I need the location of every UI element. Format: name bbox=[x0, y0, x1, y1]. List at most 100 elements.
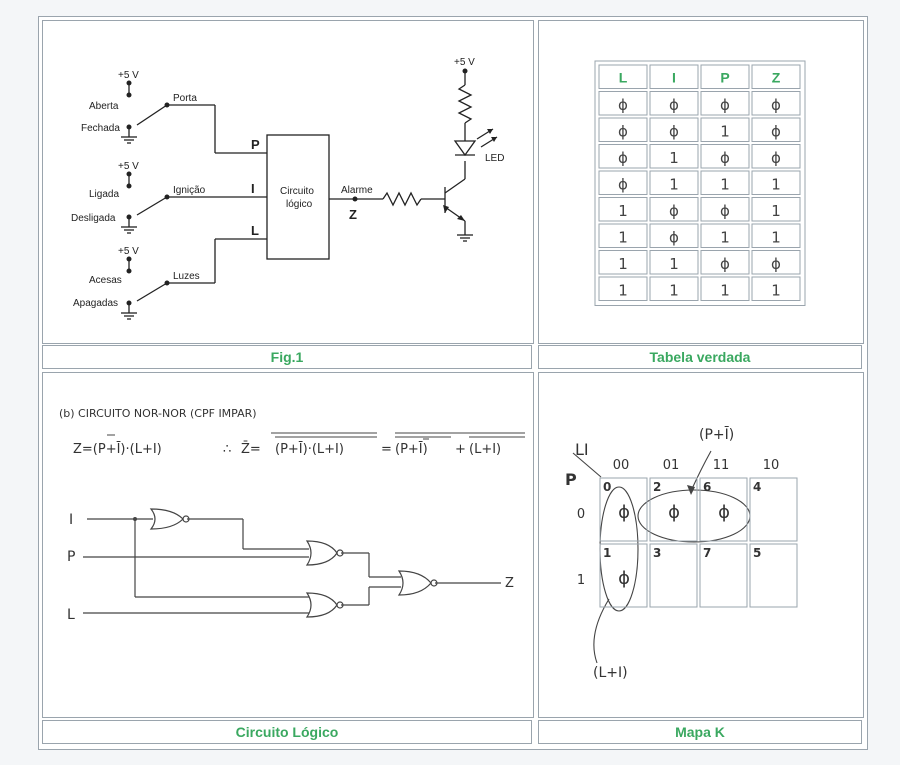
truth-table-header-cell bbox=[700, 64, 750, 89]
truth-table-cell bbox=[649, 144, 699, 169]
porta-on-label: Aberta bbox=[89, 101, 119, 112]
truth-table-cell bbox=[649, 117, 699, 142]
truth-table-cell bbox=[751, 117, 801, 142]
truth-table-value: 1 bbox=[669, 255, 679, 273]
truth-table-value: ϕ bbox=[720, 202, 730, 220]
truth-table-cell bbox=[700, 117, 750, 142]
kmap-cell-index: 1 bbox=[603, 546, 611, 560]
truth-table-value: 1 bbox=[618, 228, 628, 246]
therefore-sign: ∴ bbox=[223, 442, 231, 457]
truth-table-value: ϕ bbox=[669, 96, 679, 114]
truth-table-value: ϕ bbox=[669, 202, 679, 220]
block-label-1: Circuito bbox=[280, 186, 314, 197]
kmap-cell bbox=[599, 543, 648, 608]
kmap-cell-index: 7 bbox=[703, 546, 711, 560]
truth-table-cell bbox=[598, 223, 648, 248]
truth-table-value: 1 bbox=[771, 202, 781, 220]
luzes-off-label: Apagadas bbox=[73, 298, 118, 309]
truth-table-header: I bbox=[672, 69, 676, 85]
circuit-drawing: (b) CIRCUITO NOR-NOR (CPF IMPAR) Z=(P+Ī)… bbox=[59, 407, 525, 623]
kmap-cell bbox=[749, 477, 798, 542]
kmap-col-header: 01 bbox=[663, 458, 680, 473]
fig1-schematic: +5 V Aberta Fechada Porta P +5 V Ligada … bbox=[71, 57, 504, 320]
v5-led: +5 V bbox=[454, 57, 475, 68]
truth-table-value: 1 bbox=[720, 122, 730, 140]
circuit-panel: (b) CIRCUITO NOR-NOR (CPF IMPAR) Z=(P+Ī)… bbox=[42, 372, 534, 718]
truth-table-value: ϕ bbox=[720, 149, 730, 167]
luzes-label: Luzes bbox=[173, 271, 200, 282]
truth-table-cell bbox=[751, 197, 801, 222]
kmap-cell-index: 4 bbox=[753, 480, 761, 494]
kmap-cell-index: 0 bbox=[603, 480, 611, 494]
ignicao-label: Ignição bbox=[173, 185, 206, 196]
truth-table-cell bbox=[598, 250, 648, 275]
v5-porta: +5 V bbox=[118, 70, 139, 81]
truth-table-cell bbox=[649, 223, 699, 248]
truth-table-value: ϕ bbox=[618, 96, 628, 114]
porta-label: Porta bbox=[173, 93, 197, 104]
truth-table-cell bbox=[700, 276, 750, 301]
kmap-cell bbox=[599, 477, 648, 542]
truth-table-cell bbox=[751, 170, 801, 195]
v5-ignicao: +5 V bbox=[118, 161, 139, 172]
kmap-cell bbox=[649, 477, 698, 542]
kmap-cell-index: 5 bbox=[753, 546, 761, 560]
equation-term-a: (P+Ī) bbox=[395, 442, 428, 457]
truth-table-cell bbox=[598, 144, 648, 169]
truth-table-value: ϕ bbox=[720, 255, 730, 273]
truth-table-value: 1 bbox=[618, 202, 628, 220]
fig1-panel: +5 V Aberta Fechada Porta P +5 V Ligada … bbox=[42, 20, 534, 344]
kmap-col-header: 11 bbox=[713, 458, 730, 473]
caption-tabela: Tabela verdada bbox=[538, 345, 862, 369]
kmap-cell bbox=[699, 543, 748, 608]
equation-equals: = bbox=[381, 442, 392, 457]
truth-table-value: ϕ bbox=[669, 122, 679, 140]
truth-table-header: L bbox=[619, 69, 628, 85]
truth-table-header: P bbox=[720, 69, 729, 85]
truth-table-value: 1 bbox=[618, 255, 628, 273]
group-label-p-ibar: (P+Ī) bbox=[699, 426, 734, 443]
kmap-cell-index: 3 bbox=[653, 546, 661, 560]
truth-table-cell bbox=[751, 144, 801, 169]
z-output-label: Z bbox=[349, 207, 357, 222]
truth-table-value: ϕ bbox=[720, 96, 730, 114]
led-label: LED bbox=[485, 153, 504, 164]
caption-mapa: Mapa K bbox=[538, 720, 862, 744]
equation-plus: + bbox=[455, 442, 466, 457]
caption-circuito: Circuito Lógico bbox=[42, 720, 532, 744]
truth-table-cell bbox=[751, 276, 801, 301]
porta-letter: P bbox=[251, 137, 260, 152]
input-i: I bbox=[69, 512, 73, 528]
kmap-col-header: 00 bbox=[613, 458, 630, 473]
truth-table-cell bbox=[649, 250, 699, 275]
truth-table-cell bbox=[649, 276, 699, 301]
truth-table-cell bbox=[649, 91, 699, 116]
truth-table-value: 1 bbox=[720, 228, 730, 246]
truth-table-header-cell bbox=[598, 64, 648, 89]
kmap-row-header: 1 bbox=[577, 573, 585, 588]
kmap-col-header: 10 bbox=[763, 458, 780, 473]
v5-luzes: +5 V bbox=[118, 246, 139, 257]
truth-table-value: ϕ bbox=[618, 149, 628, 167]
kmap-cell-value: ϕ bbox=[668, 502, 680, 523]
kmap-row-header: 0 bbox=[577, 507, 585, 522]
luzes-letter: L bbox=[251, 223, 259, 238]
kmap-column-vars: LI bbox=[575, 440, 589, 459]
truth-table-value: 1 bbox=[720, 175, 730, 193]
truth-table-border bbox=[594, 60, 806, 306]
kmap-cell bbox=[699, 477, 748, 542]
truth-table-cell bbox=[700, 197, 750, 222]
truth-table-value: 1 bbox=[669, 149, 679, 167]
truth-table-value: ϕ bbox=[771, 122, 781, 140]
truth-table-value: 1 bbox=[771, 175, 781, 193]
truth-table-value: ϕ bbox=[618, 122, 628, 140]
truth-table-value: ϕ bbox=[669, 228, 679, 246]
truth-table-value: ϕ bbox=[771, 96, 781, 114]
kmap-row-var: P bbox=[565, 470, 577, 489]
ignicao-letter: I bbox=[251, 181, 255, 196]
truth-table-cell bbox=[700, 144, 750, 169]
